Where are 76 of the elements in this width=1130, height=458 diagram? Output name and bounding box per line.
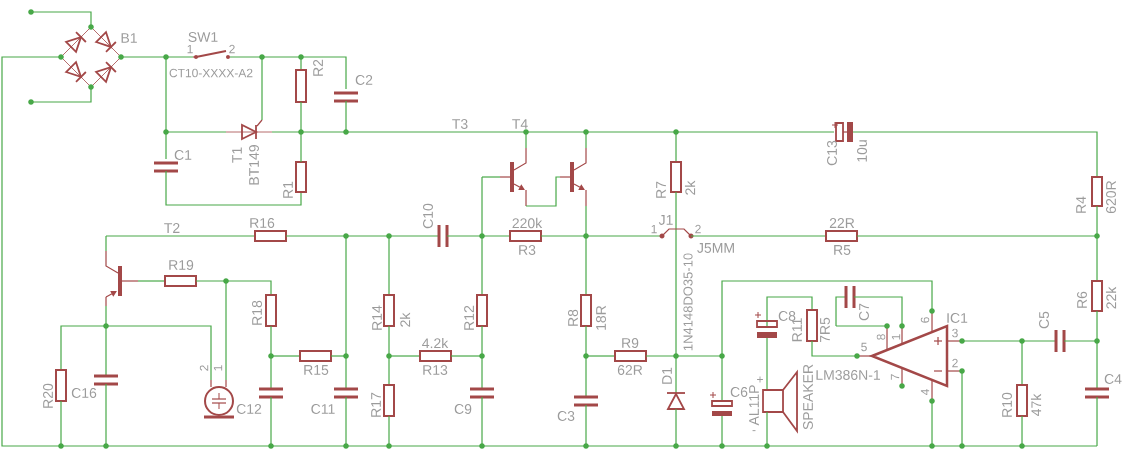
part-label: T3	[452, 119, 468, 129]
pin-number: 1	[651, 224, 657, 234]
value-label: LM386N-1	[816, 370, 880, 380]
part-label: J1	[658, 215, 673, 225]
value-label: 7R5	[820, 317, 830, 343]
part-label: T2	[164, 223, 180, 233]
part-label: C5	[1039, 311, 1049, 329]
value-label: 62R	[617, 365, 643, 375]
part-label: R2	[313, 59, 323, 76]
part-label: C11	[311, 404, 335, 414]
pin-number: 5	[861, 342, 867, 352]
value-label: 220k	[512, 217, 543, 229]
pin-number: 2	[952, 358, 958, 368]
part-label: T1	[232, 147, 242, 163]
part-label: R8	[568, 309, 578, 326]
part-label: C1	[174, 150, 192, 160]
part-label: R6	[1077, 291, 1087, 308]
part-label: R4	[1076, 196, 1086, 213]
value-label: CT10-XXXX-A2	[169, 68, 253, 78]
value-label: 620R	[1106, 180, 1116, 214]
part-label: R1	[283, 181, 293, 198]
part-label: C16	[71, 388, 97, 398]
part-label: R7	[656, 181, 666, 198]
part-label: R18	[252, 300, 262, 325]
value-label: 22R	[829, 218, 855, 228]
part-label: C2	[355, 75, 373, 85]
polarity-sign: +	[757, 376, 763, 383]
pin-number: 2	[229, 44, 235, 54]
part-label: R16	[250, 218, 275, 228]
part-label: IC1	[947, 313, 968, 323]
value-label: 18R	[596, 305, 606, 330]
value-label: 2k	[684, 180, 696, 195]
part-label: C13	[827, 140, 837, 166]
pin-number: 8	[876, 334, 886, 340]
part-label: C6	[730, 387, 748, 397]
pin-number: 7	[890, 374, 900, 380]
part-label: R3	[519, 245, 536, 255]
pin-number: 3	[952, 328, 958, 338]
pin-number: 6	[920, 317, 930, 323]
pin-number: 2	[695, 224, 701, 234]
part-label: C3	[557, 411, 575, 421]
part-label: R19	[169, 260, 194, 270]
value-label: BT149	[249, 145, 259, 185]
value-label: 4.2k	[422, 337, 449, 349]
part-label: C9	[454, 404, 472, 414]
value-label: J5MM	[697, 243, 734, 253]
part-label: B1	[121, 33, 137, 43]
part-label: C10	[423, 203, 433, 229]
pin-number: 1	[187, 44, 193, 54]
value-label: 10u	[857, 140, 867, 162]
value-label: AL11P	[749, 385, 759, 426]
pin-number: 4	[920, 389, 930, 396]
pin-number: 2	[199, 365, 209, 371]
part-label: R17	[371, 392, 381, 417]
part-label: D1	[662, 367, 672, 384]
part-label: R20	[43, 383, 53, 408]
pin-number: 1	[891, 334, 901, 340]
value-label: 22k	[1105, 286, 1117, 309]
polarity-sign: -	[752, 430, 756, 432]
value-label: 47k	[1030, 393, 1042, 416]
pin-number: 1	[213, 365, 223, 371]
value-label: 1N4148DO35-10	[683, 253, 693, 351]
part-label: R5	[834, 245, 851, 255]
value-label: SPEAKER	[803, 364, 813, 430]
part-label: R13	[423, 365, 448, 375]
part-label: R9	[622, 338, 639, 348]
value-label: 2k	[399, 312, 411, 327]
part-label: SW1	[188, 32, 218, 42]
part-label: R14	[372, 305, 382, 330]
part-label: C12	[236, 404, 262, 414]
part-label: T4	[512, 119, 528, 129]
part-label: R12	[464, 305, 474, 330]
part-label: R15	[304, 365, 329, 375]
part-label: C7	[859, 303, 869, 321]
part-label: R10	[1002, 392, 1012, 417]
part-label: C4	[1104, 374, 1122, 384]
